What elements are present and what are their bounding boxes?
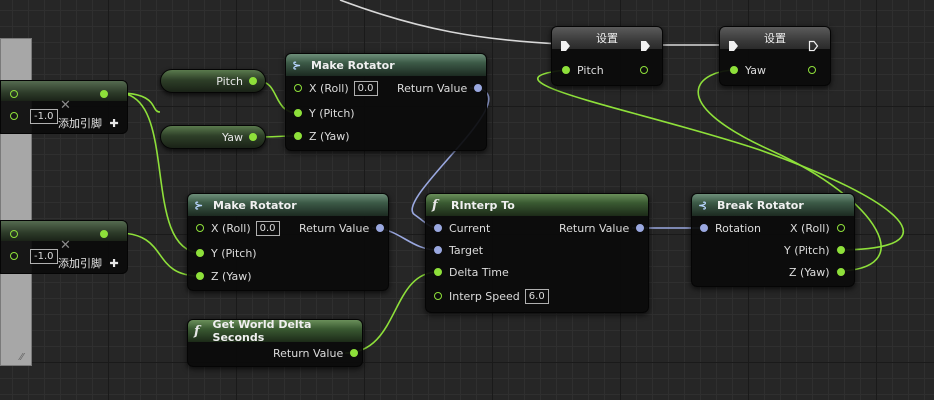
- get-world-delta-seconds-node[interactable]: f Get World Delta Seconds: [187, 318, 363, 367]
- yaw-variable-node[interactable]: Yaw: [160, 125, 266, 149]
- float-pin-icon[interactable]: [836, 268, 845, 276]
- struct-icon: ⊰: [698, 198, 708, 212]
- x-roll-value-field[interactable]: 0.0: [353, 80, 378, 96]
- rotator-pin-icon[interactable]: [434, 224, 442, 232]
- make-rotator-bottom-return-pin[interactable]: Return Value: [299, 220, 385, 236]
- break-rotation-pin[interactable]: Rotation: [700, 220, 761, 236]
- make-rotator-node-bottom[interactable]: ⊱ Make Rotator: [187, 193, 389, 291]
- break-rotator-node[interactable]: ⊰ Break Rotator: [691, 193, 855, 287]
- float-pin-icon[interactable]: [836, 246, 845, 254]
- float-pin-icon[interactable]: [730, 66, 738, 74]
- rinterp-target-pin[interactable]: Target: [434, 242, 483, 258]
- partial-node-top-in1[interactable]: [10, 86, 25, 102]
- float-pin-icon[interactable]: [196, 249, 204, 257]
- add-pin-button[interactable]: 添加引脚 ✚: [58, 117, 119, 130]
- struct-icon: ⊱: [194, 198, 204, 212]
- exec-pin-icon[interactable]: [728, 40, 739, 52]
- partial-node-bottom-in2[interactable]: -1.0: [10, 248, 58, 264]
- exec-pin-icon[interactable]: [560, 40, 571, 52]
- set-pitch-exec-in[interactable]: [560, 38, 571, 54]
- exec-pin-icon[interactable]: [640, 40, 651, 52]
- set-yaw-input-pin[interactable]: Yaw: [730, 62, 766, 78]
- make-rotator-bottom-x-pin[interactable]: X (Roll) 0.0: [196, 220, 280, 236]
- make-rotator-bottom-y-pin[interactable]: Y (Pitch): [196, 245, 257, 261]
- set-yaw-output-pin[interactable]: [808, 62, 823, 78]
- add-pin-button[interactable]: 添加引脚 ✚: [58, 257, 119, 270]
- exec-pin-icon[interactable]: [808, 40, 819, 52]
- float-pin-icon[interactable]: [196, 272, 204, 280]
- function-icon: f: [432, 197, 438, 213]
- close-icon[interactable]: ✕: [60, 98, 71, 113]
- set-pitch-output-pin[interactable]: [640, 62, 655, 78]
- float-pin-icon[interactable]: [294, 84, 302, 92]
- float-pin-icon[interactable]: [10, 230, 18, 238]
- rotator-pin-icon[interactable]: [474, 84, 483, 92]
- close-icon[interactable]: ✕: [60, 238, 71, 253]
- float-pin-icon[interactable]: [562, 66, 570, 74]
- rotator-pin-icon[interactable]: [636, 224, 645, 232]
- make-rotator-top-y-pin[interactable]: Y (Pitch): [294, 105, 355, 121]
- rinterp-current-pin[interactable]: Current: [434, 220, 490, 236]
- function-icon: f: [194, 323, 200, 339]
- partial-node-top[interactable]: [0, 80, 128, 134]
- float-pin-icon[interactable]: [100, 230, 108, 238]
- float-pin-icon[interactable]: [434, 292, 442, 300]
- partial-node-bottom[interactable]: [0, 220, 128, 274]
- float-pin-icon[interactable]: [350, 349, 359, 357]
- make-rotator-bottom-z-pin[interactable]: Z (Yaw): [196, 268, 252, 284]
- get-delta-return-pin[interactable]: Return Value: [273, 345, 359, 361]
- float-pin-icon[interactable]: [249, 133, 257, 141]
- float-pin-icon[interactable]: [294, 132, 302, 140]
- float-pin-icon[interactable]: [249, 77, 257, 85]
- float-pin-icon[interactable]: [10, 112, 18, 120]
- float-pin-icon[interactable]: [10, 252, 18, 260]
- rinterp-speed-pin[interactable]: Interp Speed 6.0: [434, 288, 549, 304]
- x-roll-value-field[interactable]: 0.0: [255, 220, 280, 236]
- set-yaw-exec-out[interactable]: [808, 38, 819, 54]
- interp-speed-value-field[interactable]: 6.0: [524, 288, 549, 304]
- resize-grip-icon[interactable]: ⁄⁄: [20, 352, 24, 363]
- partial-node-top-in2[interactable]: -1.0: [10, 108, 58, 124]
- float-pin-icon[interactable]: [100, 90, 108, 98]
- float-pin-icon[interactable]: [196, 224, 204, 232]
- float-pin-icon[interactable]: [434, 268, 442, 276]
- struct-icon: ⊱: [292, 58, 302, 72]
- rotator-pin-icon[interactable]: [434, 246, 442, 254]
- plus-icon: ✚: [109, 117, 119, 130]
- float-pin-icon[interactable]: [836, 224, 845, 232]
- float-pin-icon[interactable]: [640, 66, 648, 74]
- rotator-pin-icon[interactable]: [376, 224, 385, 232]
- break-y-pin[interactable]: Y (Pitch): [784, 242, 845, 258]
- plus-icon: ✚: [109, 257, 119, 270]
- rinterp-return-pin[interactable]: Return Value: [559, 220, 645, 236]
- value-field[interactable]: -1.0: [30, 248, 58, 264]
- partial-node-top-out[interactable]: [100, 86, 115, 102]
- partial-node-bottom-in1[interactable]: [10, 226, 25, 242]
- set-pitch-node[interactable]: 设置: [551, 26, 663, 86]
- make-rotator-top-z-pin[interactable]: Z (Yaw): [294, 128, 350, 144]
- set-pitch-exec-out[interactable]: [640, 38, 651, 54]
- rinterp-delta-pin[interactable]: Delta Time: [434, 264, 509, 280]
- make-rotator-top-return-pin[interactable]: Return Value: [397, 80, 483, 96]
- float-pin-icon[interactable]: [808, 66, 816, 74]
- make-rotator-top-x-pin[interactable]: X (Roll) 0.0: [294, 80, 378, 96]
- make-rotator-node-top[interactable]: ⊱ Make Rotator: [285, 53, 487, 151]
- set-yaw-exec-in[interactable]: [728, 38, 739, 54]
- value-field[interactable]: -1.0: [30, 108, 58, 124]
- rotator-pin-icon[interactable]: [700, 224, 708, 232]
- float-pin-icon[interactable]: [294, 109, 302, 117]
- break-z-pin[interactable]: Z (Yaw): [789, 264, 845, 280]
- break-x-pin[interactable]: X (Roll): [790, 220, 845, 236]
- partial-node-bottom-out[interactable]: [100, 226, 115, 242]
- pitch-variable-node[interactable]: Pitch: [160, 69, 266, 93]
- set-pitch-input-pin[interactable]: Pitch: [562, 62, 604, 78]
- float-pin-icon[interactable]: [10, 90, 18, 98]
- set-yaw-node[interactable]: 设置: [719, 26, 831, 86]
